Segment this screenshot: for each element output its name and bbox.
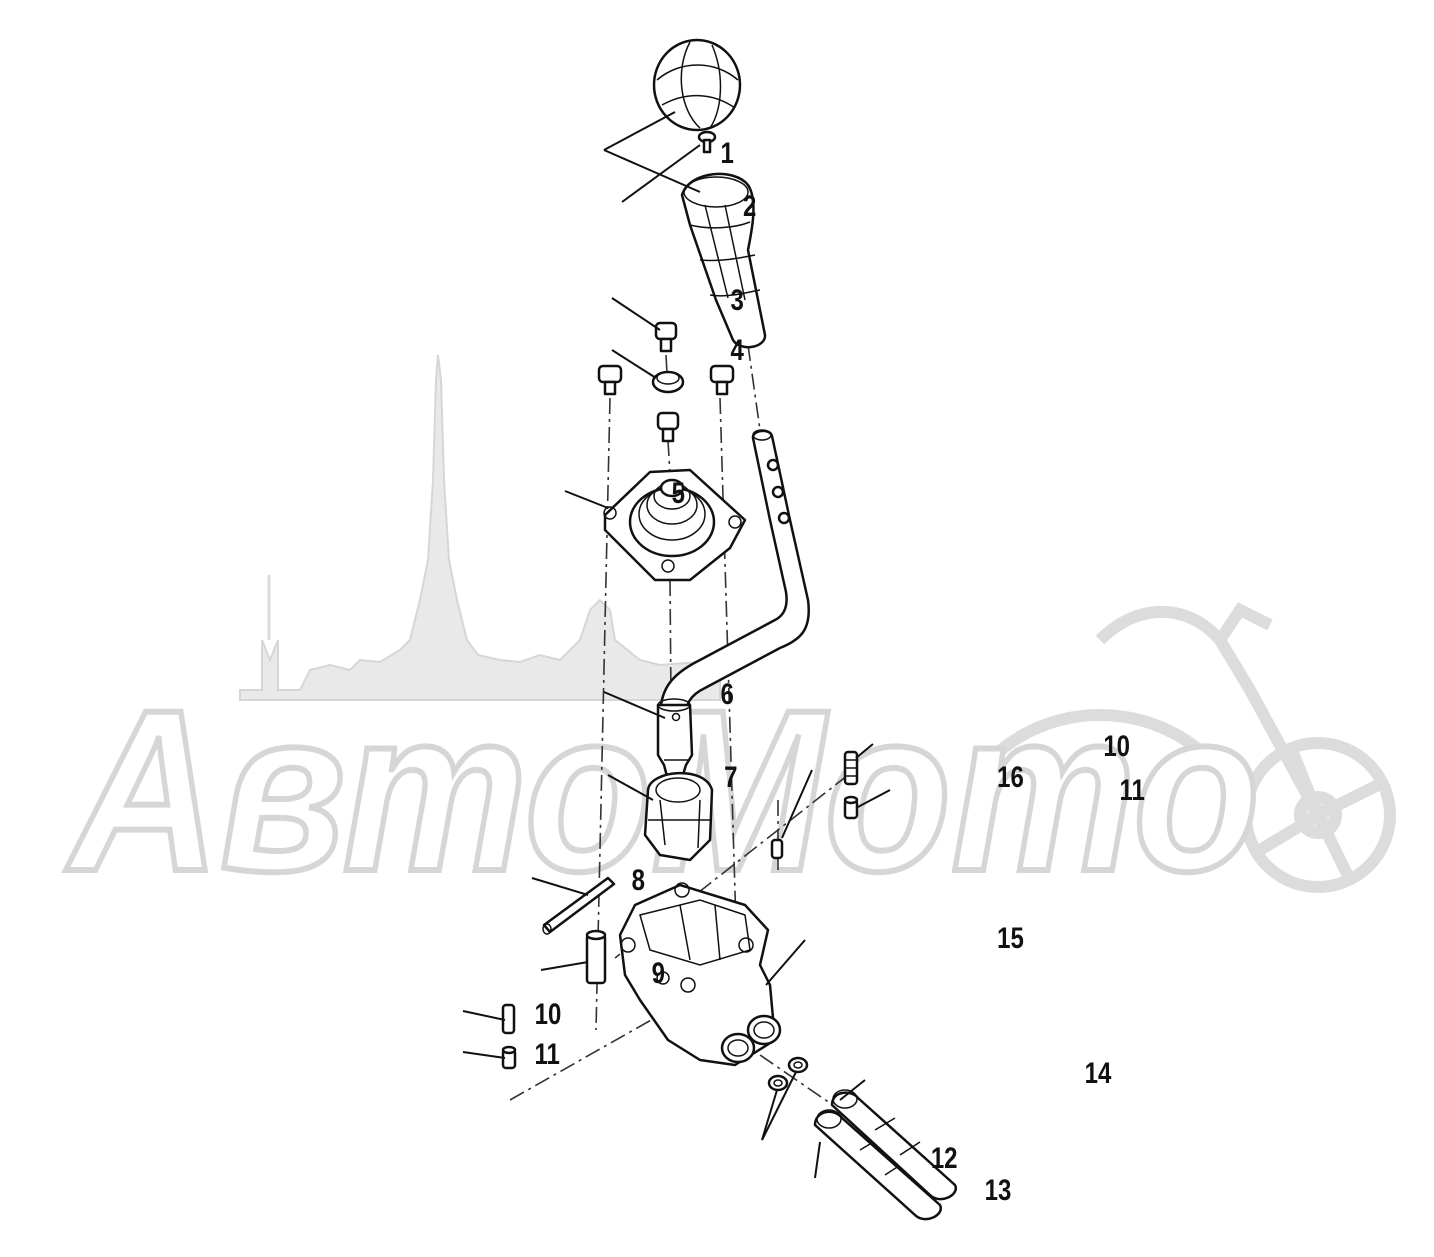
callout-16: 16 (997, 759, 1024, 793)
callout-11-left: 11 (534, 1036, 559, 1070)
callout-7: 7 (724, 759, 737, 793)
callout-6: 6 (720, 676, 733, 710)
shift-knob-part (652, 38, 742, 132)
callout-2: 2 (743, 188, 756, 222)
callout-11-right: 11 (1119, 772, 1144, 806)
spring-part-right (843, 750, 859, 786)
callout-13: 13 (985, 1172, 1012, 1206)
callout-3: 3 (730, 282, 743, 316)
dowel-pin-part (585, 929, 607, 985)
callout-15: 15 (997, 920, 1024, 954)
callout-8: 8 (632, 862, 645, 896)
callout-12: 12 (931, 1140, 958, 1174)
callout-10-right: 10 (1103, 728, 1130, 762)
watermark-skyline (239, 354, 721, 701)
watermark-motorcycle (985, 602, 1396, 893)
shift-lever-part (656, 429, 811, 782)
shift-rod-upper-part (830, 1089, 957, 1201)
callout-4: 4 (730, 332, 743, 366)
washer-part (767, 1056, 809, 1092)
callout-leaders (462, 111, 891, 1179)
callout-14: 14 (1085, 1055, 1112, 1089)
shift-rod-lower-part (813, 1109, 942, 1221)
callout-5: 5 (672, 475, 685, 509)
ring-part (651, 370, 685, 394)
callout-labels: 1 2 3 4 5 6 7 8 9 10 11 10 11 16 15 12 1… (534, 135, 1144, 1206)
shift-grip-part (680, 172, 767, 349)
spring-part-16 (770, 838, 784, 860)
pivot-block-part (643, 771, 714, 862)
detent-plunger-right (843, 795, 859, 820)
boot-plate-part (603, 468, 747, 582)
callout-10-left: 10 (535, 996, 562, 1030)
shifter-housing-part (618, 882, 782, 1067)
detent-plunger-left (501, 1045, 517, 1070)
screw-part (697, 130, 717, 154)
callout-1: 1 (720, 135, 733, 169)
bolt-part (597, 321, 735, 443)
callout-9: 9 (652, 955, 665, 989)
